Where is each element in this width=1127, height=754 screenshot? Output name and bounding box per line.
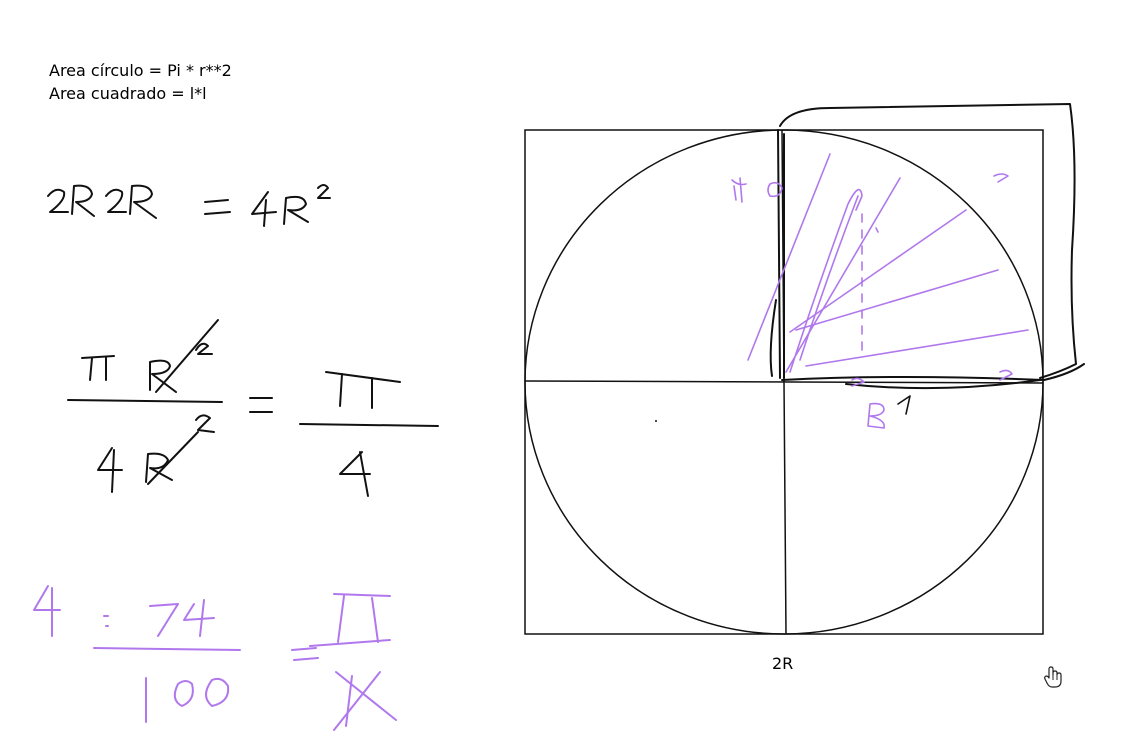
handwritten-estimate [33,585,397,731]
hand-pointer-icon [1044,666,1062,688]
side-length-label: 2R [772,654,794,673]
circle-area-formula: Area círculo = Pi * r**2 [49,61,232,80]
handwritten-square-area [47,184,331,227]
radius-one-mark [897,395,911,415]
square-circle-diagram [524,129,1044,635]
quarter-square-outline [769,103,1085,390]
square-area-formula: Area cuadrado = l*l [49,84,207,103]
purple-sketch-lines [731,153,1029,429]
inscribed-circle [524,129,1044,635]
handwritten-ratio-equation [67,319,439,497]
stray-dot [655,420,657,422]
vertical-axis [781,129,787,635]
